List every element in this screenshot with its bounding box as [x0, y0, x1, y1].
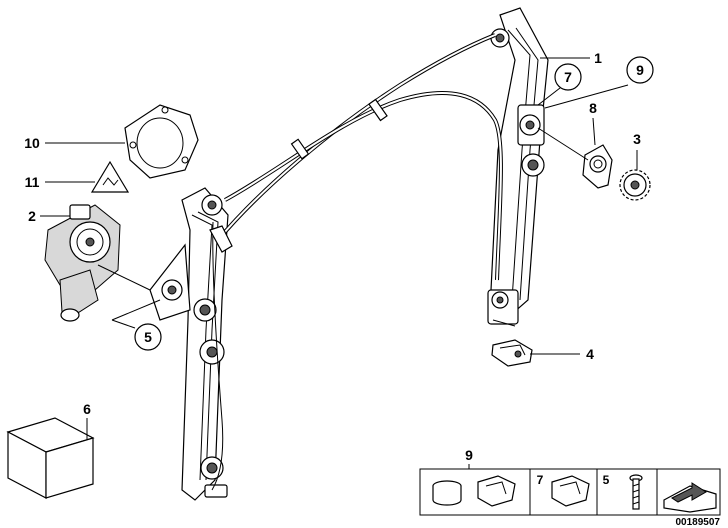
callout-9: 9: [636, 62, 644, 78]
legend-label-9: 9: [465, 447, 473, 463]
callout-10: 10: [24, 135, 40, 151]
legend-label-5: 5: [603, 473, 610, 487]
regulator-rail-front: [149, 187, 229, 501]
diagram-code: 00189507: [676, 517, 721, 528]
callout-1: 1: [594, 50, 602, 66]
callout-4: 4: [586, 346, 594, 362]
callout-5-circle: [134, 323, 162, 351]
callout-11: 11: [25, 174, 40, 190]
parts-legend-box: 9 7 5: [419, 447, 721, 516]
window-motor: [44, 204, 121, 322]
sealing-gasket: [124, 104, 199, 179]
callout-2: 2: [28, 208, 36, 224]
callout-labels: 1 2 3 4 5 6 7 8 9 10 11: [24, 50, 654, 417]
legend-clip-b: [551, 475, 590, 507]
drive-gear: [619, 169, 651, 201]
callout-6: 6: [83, 401, 91, 417]
legend-arrow-icon: [663, 482, 717, 513]
legend-frame: [419, 468, 721, 516]
legend-cap: [432, 480, 462, 506]
callout-3: 3: [633, 131, 641, 147]
legend-screw: [629, 474, 643, 510]
callout-9-circle: [626, 56, 654, 84]
callout-5: 5: [144, 329, 152, 345]
legend-label-7: 7: [537, 473, 544, 487]
regulator-rail-rear: [487, 7, 549, 327]
callout-7: 7: [564, 69, 572, 85]
bowden-cables: [209, 33, 503, 491]
slider-clip: [491, 339, 533, 367]
legend-clip-a: [477, 475, 516, 507]
bearing-bracket: [582, 144, 613, 189]
callout-8: 8: [589, 100, 597, 116]
lubricant-box: [6, 417, 95, 499]
warning-label: [90, 160, 130, 193]
callout-7-circle: [554, 63, 582, 91]
leader-lines: [40, 57, 638, 440]
